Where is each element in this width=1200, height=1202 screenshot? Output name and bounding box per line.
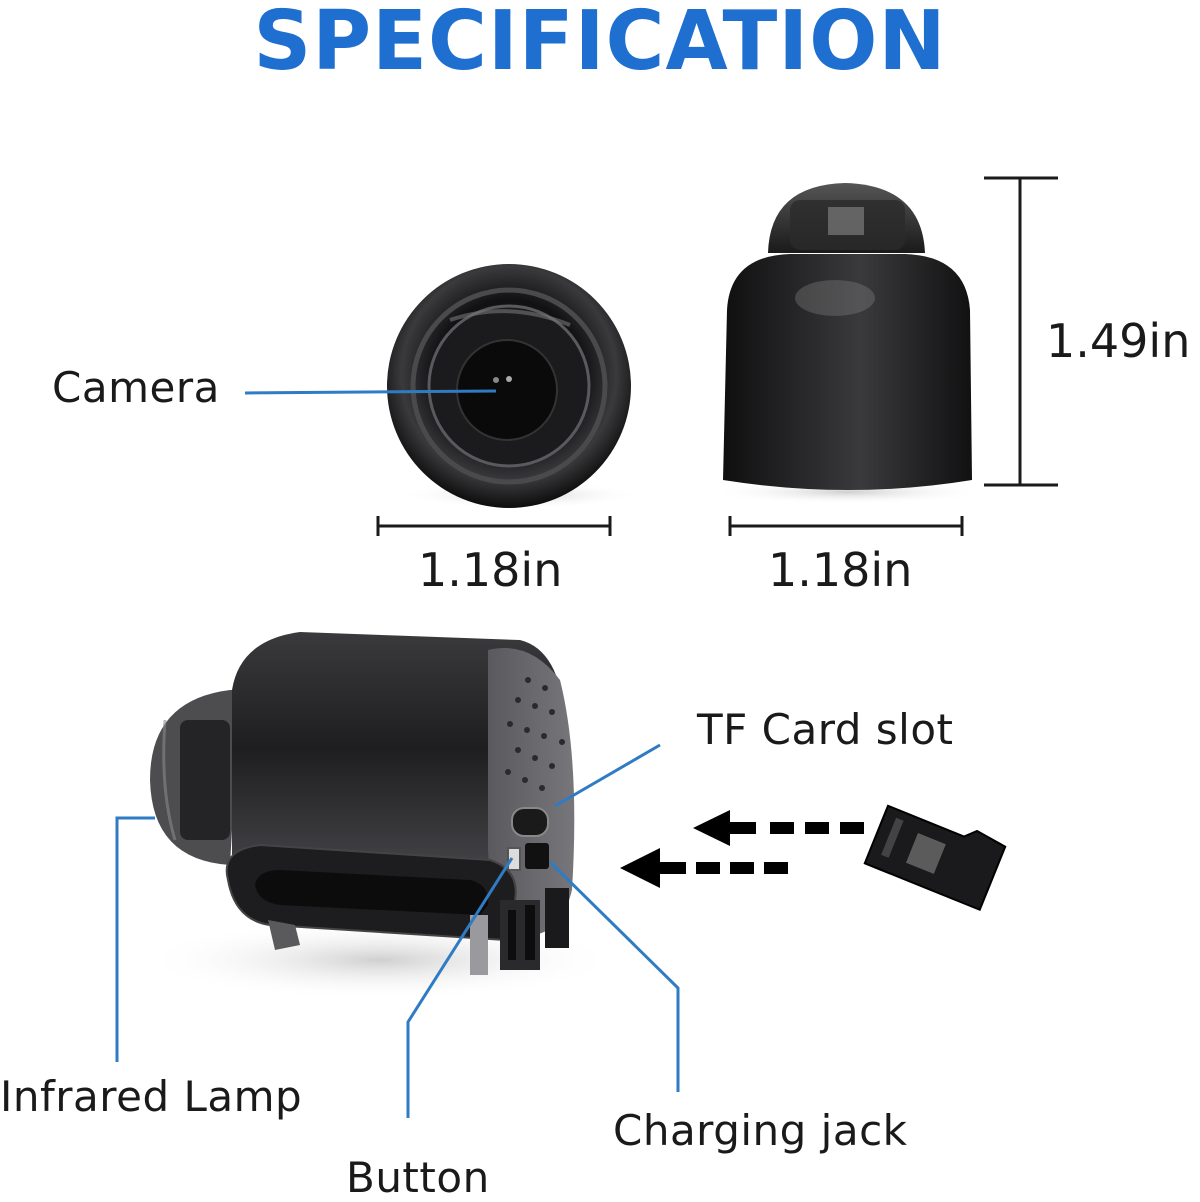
side-width-dimension bbox=[728, 516, 964, 536]
camera-label: Camera bbox=[52, 363, 220, 412]
charging-jack-label: Charging jack bbox=[613, 1106, 908, 1155]
microsd-card-icon bbox=[863, 804, 1007, 912]
rear-view-camera bbox=[140, 632, 620, 1000]
charging-jack-leader-line bbox=[548, 860, 680, 1092]
arrow-left-dashed-icon bbox=[620, 848, 788, 888]
arrow-left-dashed-icon bbox=[693, 810, 864, 846]
button-leader-line bbox=[406, 857, 514, 1118]
button-label: Button bbox=[346, 1153, 490, 1202]
infrared-lamp-leader-line bbox=[115, 816, 155, 1062]
front-width-dimension bbox=[376, 516, 612, 536]
page-title: SPECIFICATION bbox=[253, 0, 947, 89]
height-dimension bbox=[984, 176, 1058, 487]
front-width-value: 1.18in bbox=[418, 543, 563, 597]
front-view-camera bbox=[387, 264, 640, 509]
tf-card-slot-label: TF Card slot bbox=[697, 705, 954, 754]
side-view-camera bbox=[708, 183, 988, 504]
height-value: 1.49in bbox=[1046, 314, 1191, 368]
camera-leader-line bbox=[244, 389, 497, 395]
side-width-value: 1.18in bbox=[768, 543, 913, 597]
infrared-lamp-label: Infrared Lamp bbox=[0, 1072, 303, 1121]
tf-card-slot-leader-line bbox=[554, 743, 661, 808]
